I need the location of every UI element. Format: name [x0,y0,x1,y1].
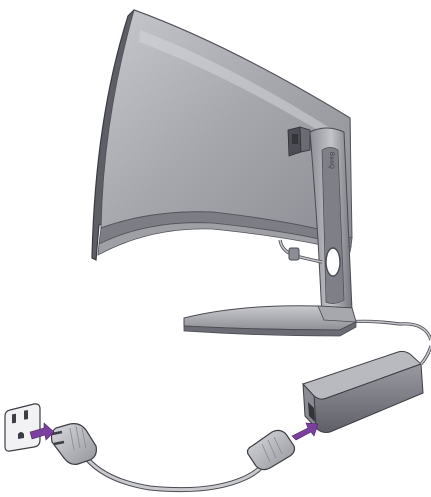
appliance-plug [248,430,295,469]
cable-connector [289,248,299,260]
wall-plug [52,424,97,465]
ac-power-cord [52,424,295,490]
arrow-right-icon [292,423,318,440]
cable-management-hole [326,248,340,276]
power-adapter [303,346,431,433]
monitor: BenQ [92,10,431,340]
wall-outlet [5,404,40,451]
stand-base [184,306,356,336]
brand-label: BenQ [328,152,334,169]
